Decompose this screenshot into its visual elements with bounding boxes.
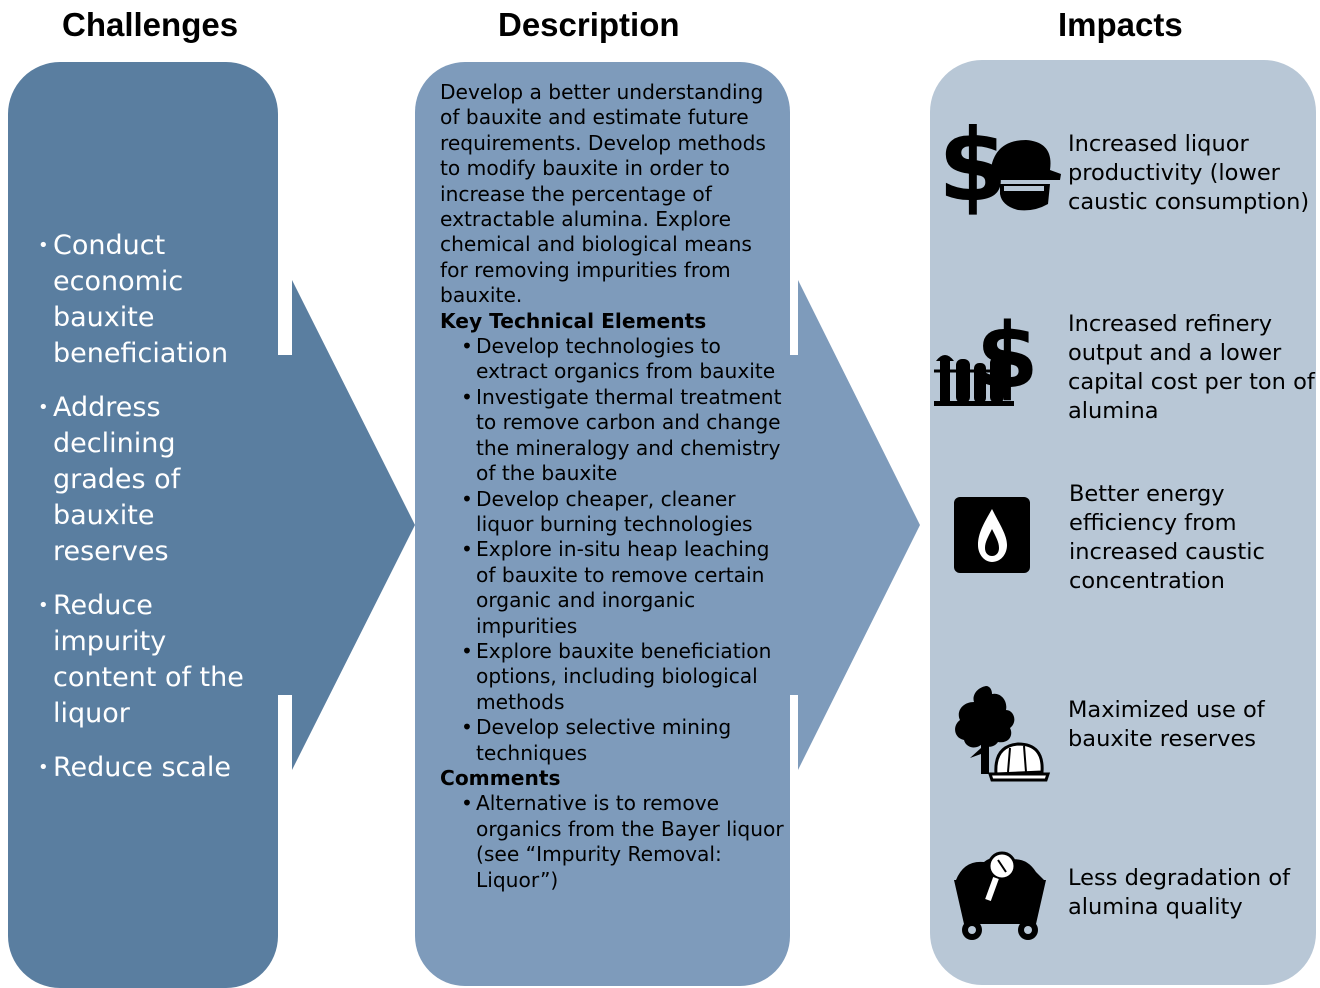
challenges-panel: Conduct economic bauxite beneficiation A… <box>8 62 278 988</box>
challenge-item: Address declining grades of bauxite rese… <box>38 390 268 570</box>
challenge-item: Conduct economic bauxite beneficiation <box>38 228 268 372</box>
svg-text:$: $ <box>976 315 1039 409</box>
impact-text: Maximized use of bauxite reserves <box>1068 697 1265 752</box>
impacts-panel: $ Increased liquor productivity (lower c… <box>930 60 1316 985</box>
description-intro: Develop a better understanding of bauxit… <box>440 80 766 308</box>
description-panel: Develop a better understanding of bauxit… <box>415 62 790 986</box>
impact-text: Less degradation of alumina quality <box>1068 865 1291 920</box>
key-element-item: Develop cheaper, cleaner liquor burning … <box>440 487 785 538</box>
challenges-arrow <box>250 280 415 770</box>
key-elements-list: Develop technologies to extract organics… <box>440 334 785 766</box>
impacts-heading: Impacts <box>1058 6 1183 43</box>
flame-icon <box>954 497 1030 573</box>
key-element-item: Investigate thermal treatment to remove … <box>440 385 785 487</box>
comments-list: Alternative is to remove organics from t… <box>440 791 785 893</box>
key-element-item: Explore in-situ heap leaching of bauxite… <box>440 537 785 639</box>
description-arrow <box>760 280 920 770</box>
key-element-item: Develop technologies to extract organics… <box>440 334 785 385</box>
impact-text: Better energy efficiency from increased … <box>1069 481 1265 594</box>
impact-text: Increased liquor productivity (lower cau… <box>1068 131 1310 215</box>
refinery-dollar-icon: $ <box>934 315 1039 409</box>
comments-heading: Comments <box>440 765 561 790</box>
challenges-list: Conduct economic bauxite beneficiation A… <box>38 228 268 804</box>
challenge-item: Reduce impurity content of the liquor <box>38 588 268 732</box>
dollar-worker-icon: $ <box>938 110 1061 215</box>
tree-hardhat-icon <box>955 686 1051 782</box>
ore-cart-icon <box>954 851 1046 940</box>
key-element-item: Explore bauxite beneficiation options, i… <box>440 639 785 715</box>
comment-item: Alternative is to remove organics from t… <box>440 791 785 893</box>
impact-text: Increased refinery output and a lower ca… <box>1068 311 1315 424</box>
key-element-item: Develop selective mining techniques <box>440 715 785 766</box>
challenges-heading: Challenges <box>62 6 239 43</box>
challenge-item: Reduce scale <box>38 750 268 786</box>
key-elements-heading: Key Technical Elements <box>440 308 707 333</box>
description-heading: Description <box>498 6 680 43</box>
description-body: Develop a better understanding of bauxit… <box>440 80 785 893</box>
